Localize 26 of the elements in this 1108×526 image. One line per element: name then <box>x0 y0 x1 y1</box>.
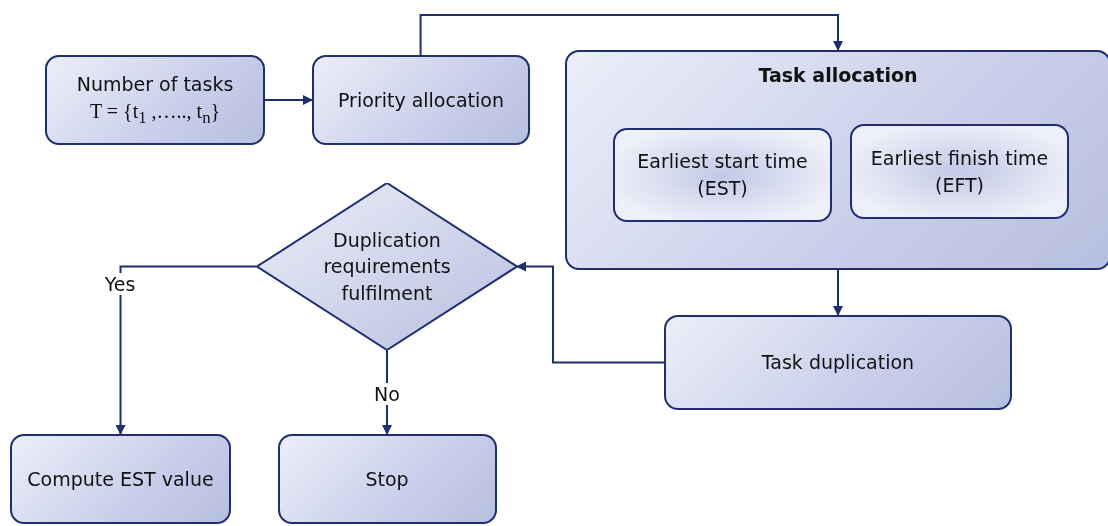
node-text: Compute EST value <box>27 466 214 492</box>
panel-title: Task allocation <box>758 63 918 88</box>
edge-label: No <box>372 383 402 405</box>
node-text: Earliest start time (EST) <box>636 149 809 201</box>
edge-label: Yes <box>102 273 138 295</box>
process-box <box>10 434 231 524</box>
process-box <box>850 124 1069 219</box>
arrow <box>115 265 258 435</box>
process-box <box>613 128 832 222</box>
arrow <box>516 261 665 364</box>
arrow <box>833 269 843 316</box>
node-text: Stop <box>365 466 409 492</box>
arrow <box>419 14 843 56</box>
group-panel <box>565 50 1108 270</box>
node-text: T = {t$_{1}$ ,….., t$_{n}$} <box>89 99 221 130</box>
node-text: Priority allocation <box>338 87 504 113</box>
node-text: Duplication requirements fulfilment <box>322 227 452 306</box>
process-box <box>664 315 1012 410</box>
arrow <box>264 95 313 105</box>
node-text: Earliest finish time (EFT) <box>869 145 1050 198</box>
node-text: Number of tasks <box>76 71 234 97</box>
terminal-box <box>277 434 497 524</box>
node-text: Task duplication <box>761 350 915 376</box>
process-box <box>312 55 530 145</box>
decision-diamond <box>257 183 517 350</box>
process-box <box>45 55 265 145</box>
